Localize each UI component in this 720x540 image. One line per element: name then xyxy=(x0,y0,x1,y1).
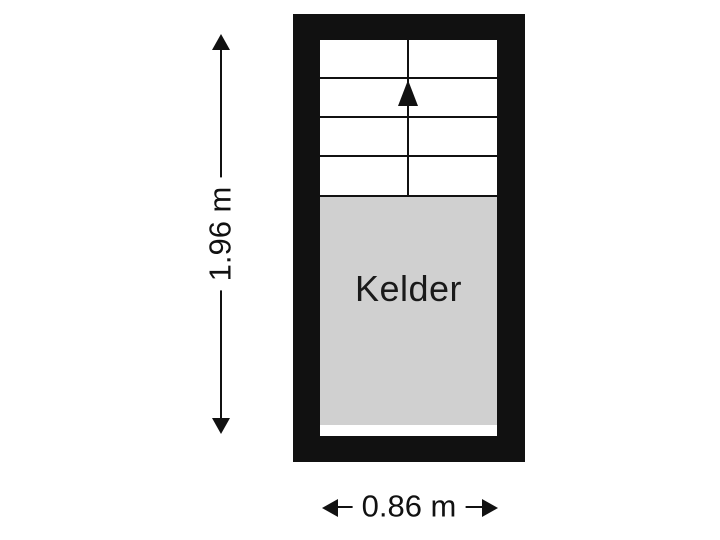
dimension-arrow-left-icon xyxy=(322,499,338,517)
stair-center-line xyxy=(407,38,409,197)
dimension-arrow-up-icon xyxy=(212,34,230,50)
up-arrow-icon xyxy=(398,80,418,106)
room-label-kelder: Kelder xyxy=(354,268,463,309)
dimension-arrow-down-icon xyxy=(212,418,230,434)
dimension-arrow-right-icon xyxy=(482,499,498,517)
vertical-dimension-label: 1.96 m xyxy=(199,177,243,291)
staircase xyxy=(320,38,497,197)
horizontal-dimension-label: 0.86 m xyxy=(352,487,466,527)
room-kelder-fill xyxy=(320,197,497,425)
